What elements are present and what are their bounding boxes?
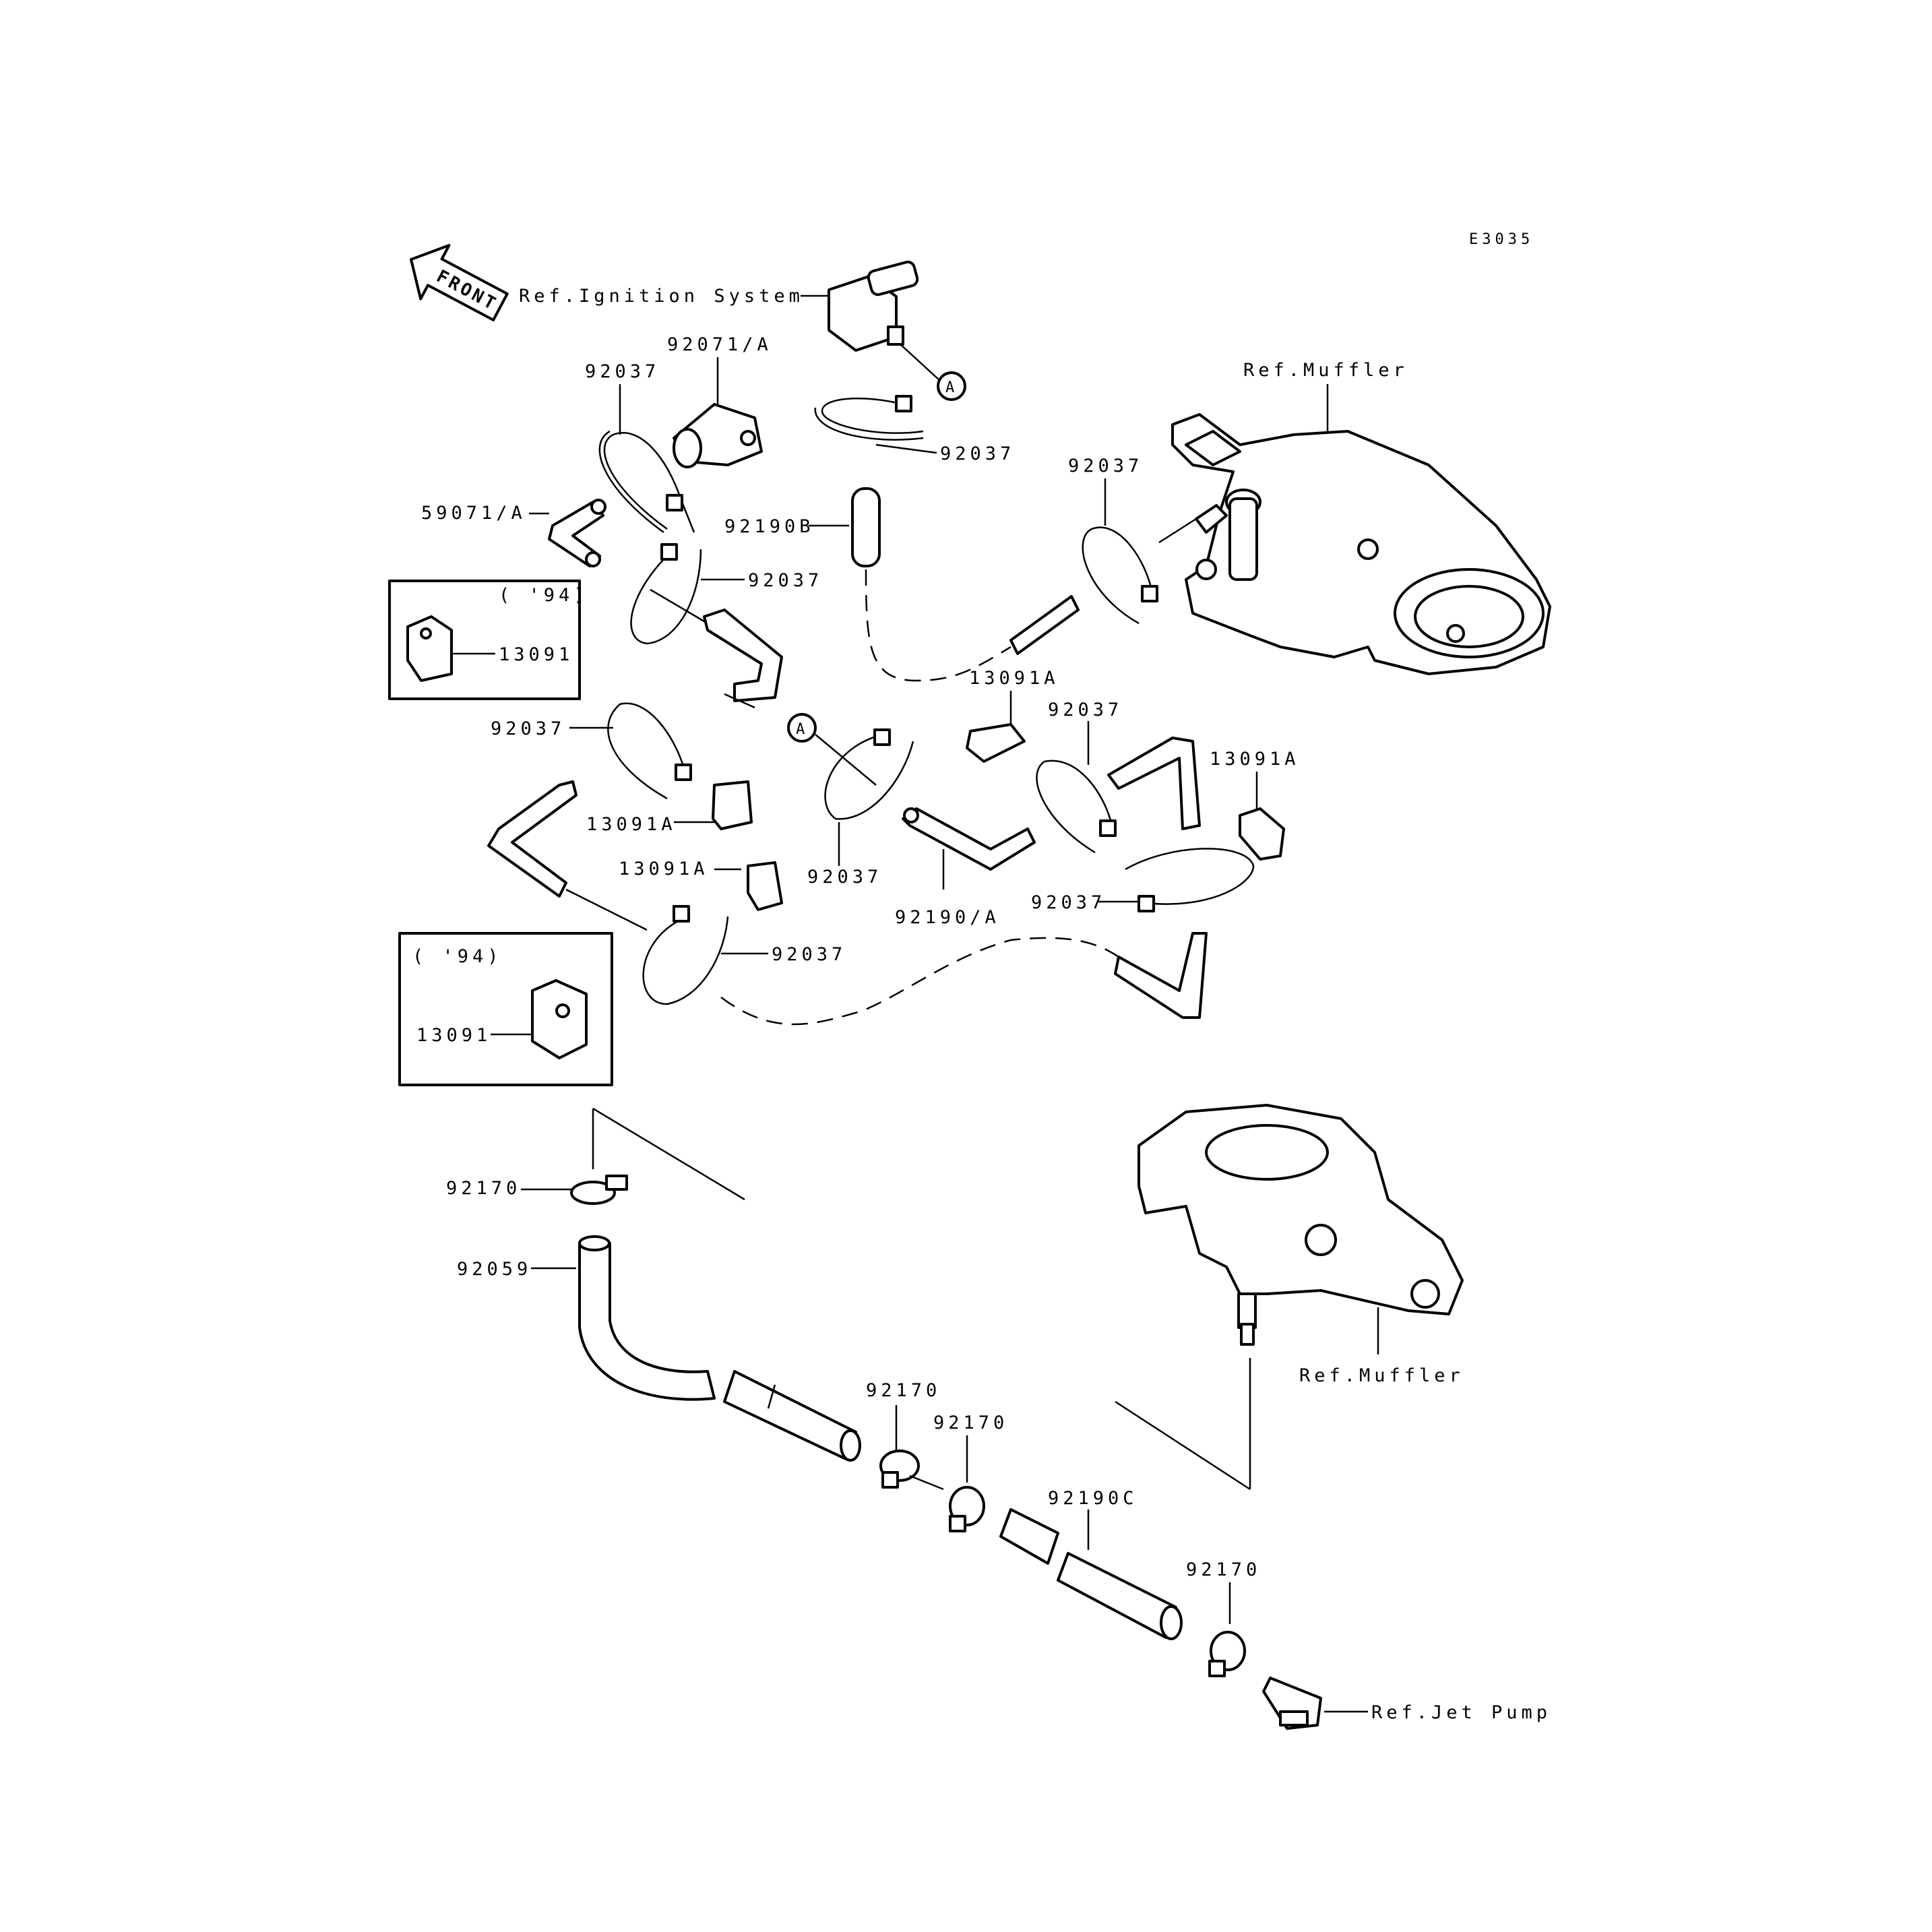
label-13091a-d: 13091A bbox=[619, 859, 709, 879]
part-13091a-d bbox=[747, 861, 783, 911]
clamp-92170-b bbox=[879, 1450, 920, 1489]
inset-year-bottom: ( '94) bbox=[412, 946, 503, 967]
label-92037-d: 92037 bbox=[748, 570, 823, 591]
jet-pump-fitting bbox=[1262, 1677, 1322, 1730]
hose-92190b bbox=[851, 487, 1080, 682]
label-13091a-a: 13091A bbox=[969, 668, 1059, 689]
label-92037-e: 92037 bbox=[491, 718, 565, 739]
clamp-92170-a bbox=[570, 1175, 628, 1205]
hose-92059 bbox=[578, 1235, 861, 1462]
hose-left-mid bbox=[487, 780, 578, 898]
part-13091a-a bbox=[966, 723, 1026, 763]
front-arrow-icon: FRONT bbox=[410, 244, 509, 321]
label-92170-b: 92170 bbox=[866, 1380, 941, 1401]
band-92037-f bbox=[824, 728, 914, 820]
band-92037-i bbox=[642, 905, 729, 1005]
svg-text:A: A bbox=[945, 379, 954, 396]
band-92037-h bbox=[1125, 848, 1255, 912]
ref-muffler-top: Ref.Muffler bbox=[1243, 360, 1408, 381]
label-92170-a: 92170 bbox=[446, 1178, 521, 1199]
clamp-92170-c bbox=[949, 1486, 985, 1532]
label-13091-inset-top: 13091 bbox=[499, 644, 573, 665]
band-92037-d bbox=[630, 543, 702, 645]
svg-text:A: A bbox=[796, 721, 805, 738]
label-92037-b: 92037 bbox=[940, 443, 1015, 464]
label-92190a: 92190/A bbox=[895, 907, 1000, 928]
ref-ignition-system: Ref.Ignition System bbox=[519, 286, 804, 307]
label-92059: 92059 bbox=[457, 1259, 532, 1280]
part-13091a-b bbox=[1239, 807, 1285, 861]
label-92037-c: 92037 bbox=[1068, 456, 1143, 476]
label-92037-h: 92037 bbox=[1031, 892, 1106, 913]
ref-muffler-bottom: Ref.Muffler bbox=[1299, 1365, 1464, 1386]
ignition-fitting bbox=[828, 260, 919, 352]
label-92190c: 92190C bbox=[1048, 1488, 1138, 1509]
band-92037-g bbox=[1036, 759, 1117, 854]
label-92170-d: 92170 bbox=[1186, 1559, 1261, 1580]
label-13091a-c: 13091A bbox=[586, 814, 677, 835]
hose-92190a bbox=[902, 807, 1036, 871]
band-92037-b bbox=[814, 395, 924, 441]
muffler-top bbox=[1171, 413, 1551, 675]
callout-a-top: A bbox=[937, 371, 966, 401]
clamp-92170-d bbox=[1208, 1631, 1246, 1677]
label-59071a: 59071/A bbox=[421, 503, 526, 524]
inset-94-top: ( '94) 13091 bbox=[388, 580, 589, 700]
band-92037-a bbox=[598, 430, 695, 534]
part-92071a bbox=[673, 403, 763, 468]
label-13091-inset-bottom: 13091 bbox=[416, 1025, 491, 1046]
hose-92190c bbox=[999, 1508, 1183, 1640]
part-59071a bbox=[548, 499, 606, 567]
ref-jet-pump: Ref.Jet Pump bbox=[1371, 1702, 1551, 1723]
band-92037-c bbox=[1082, 526, 1158, 625]
inset-year-top: ( '94) bbox=[499, 585, 589, 606]
hose-lower-right bbox=[1114, 932, 1208, 1019]
callout-a-mid: A bbox=[787, 713, 817, 743]
label-92037-i: 92037 bbox=[772, 944, 846, 965]
inset-94-bottom: ( '94) 13091 bbox=[398, 932, 613, 1086]
part-13091a-c bbox=[712, 780, 753, 830]
label-92071a: 92071/A bbox=[667, 334, 772, 355]
label-92037-g: 92037 bbox=[1048, 699, 1123, 720]
hose-upper-left bbox=[703, 609, 783, 702]
diagram-id: E3035 bbox=[1469, 231, 1534, 248]
muffler-bottom bbox=[1138, 1104, 1464, 1346]
band-92037-e bbox=[607, 702, 692, 800]
label-92037-a: 92037 bbox=[585, 361, 660, 382]
label-92170-c: 92170 bbox=[933, 1412, 1008, 1433]
label-13091a-b: 13091A bbox=[1210, 749, 1300, 770]
label-92190b: 92190B bbox=[724, 516, 815, 537]
label-92037-f: 92037 bbox=[807, 867, 882, 887]
hose-right-mid bbox=[1107, 737, 1201, 830]
